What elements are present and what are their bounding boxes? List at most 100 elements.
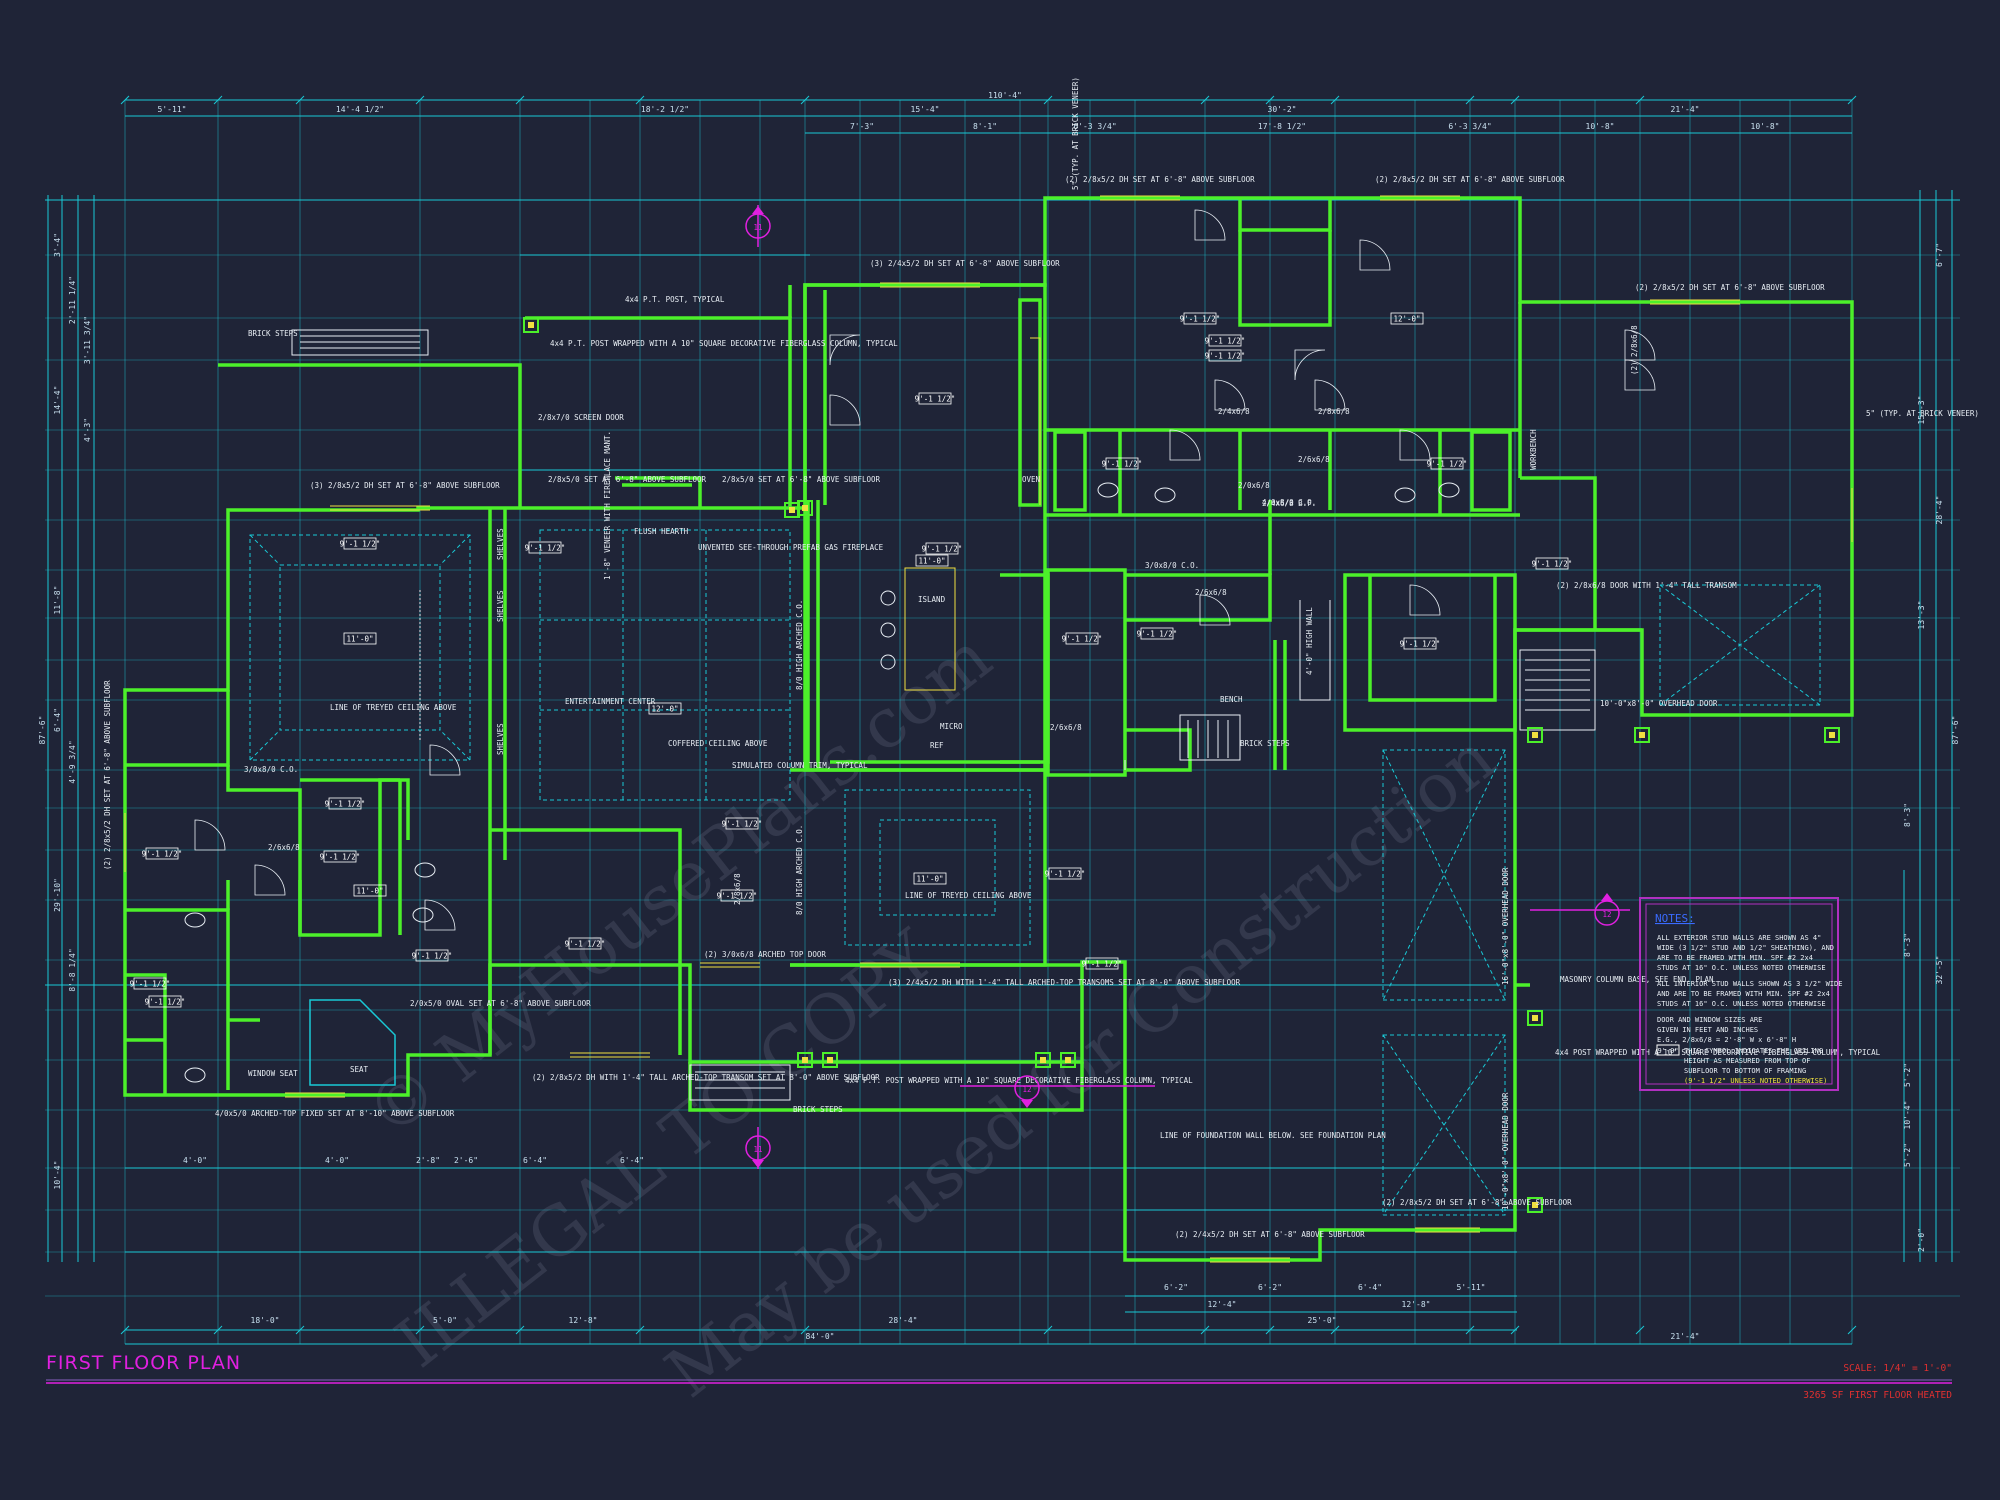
tick-top-8 [1200,95,1210,105]
dim-top-3: 18'-2 1/2" [641,105,689,114]
ceiling-tag-9: 9'-1 1/2" [1427,460,1468,469]
notes-line-7: STUDS AT 16" O.C. UNLESS NOTED OTHERWISE [1657,1000,1826,1008]
dim-bottom-4: 28'-4" [889,1316,918,1325]
tick-bottom-9 [1265,1325,1275,1335]
wall-segment-9 [1518,302,1597,630]
dim-top-1: 5'-11" [158,105,187,114]
dim-left-3: 3'-11 3/4" [83,316,92,364]
tick-top-9 [1265,95,1275,105]
wall-segment-8 [1118,430,1442,515]
tick-bottom-5 [635,1325,645,1335]
dim-rb-4: 5'-11" [1457,1283,1486,1292]
column-8 [1824,727,1840,743]
column-core-3 [827,1057,833,1063]
column-core-9 [1532,1015,1538,1021]
dimension-labels: 110'-4" 5'-11" 14'-4 1/2" 18'-2 1/2" 15'… [38,91,1960,1341]
dim-right-11: 5'-2" [1903,1143,1912,1167]
dim-right-1: 6'-7" [1935,243,1944,267]
ceiling-tag-15: 9'-1 1/2" [1205,337,1246,346]
tick-top-4 [515,95,525,105]
ceiling-tag-frame-2 [648,702,682,715]
dim-top2-1: 7'-3" [850,122,874,131]
label-door-bath-c: 2/6x6/8 [1298,455,1330,464]
detail-19 [1187,720,1229,758]
notes-line-2: WIDE (3 1/2" STUD AND 1/2" SHEATHING), A… [1657,944,1834,952]
dim-left-5: 4'-3" [83,418,92,442]
label-column-trim: SIMULATED COLUMN TRIM, TYPICAL [732,761,868,770]
dim-left-8: 4'-9 3/4" [68,740,77,783]
overall-dim-bottom: 84'-0" [806,1332,835,1341]
tick-top-0 [120,95,130,105]
notes-symbol-line-3: SUBFLOOR TO BOTTOM OF FRAMING [1684,1067,1806,1075]
tick-bottom-12 [1510,1325,1520,1335]
dim-top-4: 15'-4" [911,105,940,114]
door-swing-16 [1624,359,1656,391]
dim-bottom2-2: 4'-0" [325,1156,349,1165]
ceiling-tag-frame-19 [323,850,357,863]
detail-8 [1382,749,1506,1001]
column-0 [523,317,539,333]
tick-bottom-1 [213,1325,223,1335]
label-window-bed-left: (2) 2/8x5/2 DH SET AT 6'-8" ABOVE SUBFLO… [1065,175,1255,184]
label-arched-co-2: 8/0 HIGH ARCHED C.O. [795,825,804,915]
door-swing-7 [1199,594,1231,626]
dim-top2-2: 8'-1" [973,122,997,131]
dim-right-8: 32'-5" [1935,956,1944,985]
dim-left-4: 14'-4" [53,386,62,415]
label-garage-post: 4x4 POST WRAPPED WITH A 10" SQUARE DECOR… [1555,1048,1881,1057]
notes-default-height: (9'-1 1/2" UNLESS NOTED OTHERWISE) [1684,1077,1827,1085]
detail-20 [309,999,396,1086]
section-markers: 11 11 12 12 [745,205,1630,1169]
label-transom-study: (2) 2/8x5/2 DH WITH 1'-4" TALL ARCHED-TO… [532,1073,880,1082]
dim-bottom2-3: 2'-8" [416,1156,440,1165]
ceiling-tag-10: 9'-1 1/2" [1062,635,1103,644]
label-door-garage-pair: (2) 2/8x6/8 [1630,325,1639,375]
dim-right-2: 15'-3" [1917,396,1926,425]
notes-heading: NOTES: [1655,912,1695,925]
label-window-fp-left: 2/8x5/0 SET AT 6'-8" ABOVE SUBFLOOR [548,475,707,484]
column-core-7 [1639,732,1645,738]
label-post-typical: 4x4 P.T. POST, TYPICAL [625,295,725,304]
column-5 [1060,1052,1076,1068]
notes-symbol-line-2: HEIGHT AS MEASURED FROM TOP OF [1684,1057,1810,1065]
label-door-bath-a: 2/4x6/8 [1218,407,1250,416]
label-entertainment: ENTERTAINMENT CENTER [565,697,656,706]
detail-23 [1299,600,1331,701]
ceiling-tag-frame-3 [915,554,949,567]
notes-symbol-tag: 9'-0" [1657,1047,1678,1055]
label-flush-hearth: FLUSH HEARTH [634,527,689,536]
tick-top-10 [1330,95,1340,105]
notes-line-5: ALL INTERIOR STUD WALLS SHOWN AS 3 1/2" … [1657,980,1842,988]
ceiling-tag-frame-6 [1183,312,1217,325]
notes-line-8: DOOR AND WINDOW SIZES ARE [1657,1016,1762,1024]
ceiling-tag-17: 9'-1 1/2" [915,395,956,404]
label-brick-steps-mud: BRICK STEPS [1240,739,1290,748]
label-gas-fireplace: UNVENTED SEE-THROUGH PREFAB GAS FIREPLAC… [698,543,884,552]
wall-segment-3 [1238,198,1332,232]
detail-7 [1659,584,1821,706]
wall-segment-14 [1343,573,1517,732]
label-overhead-door-16: 16'-0"x8'-0" OVERHEAD DOOR [1501,867,1510,985]
wall-segment-34 [218,363,522,508]
column-6 [1527,727,1543,743]
dim-left-7: 6'-4" [53,708,62,732]
section-label-bottom: 11 [753,1145,762,1154]
column-core-4 [1040,1057,1046,1063]
label-garage-door: (2) 2/8x6/8 DOOR WITH 1'-4" TALL TRANSOM [1556,581,1737,590]
label-treyed-left: LINE OF TREYED CEILING ABOVE [330,703,457,712]
dim-bottom-6: 21'-4" [1671,1332,1700,1341]
ceiling-tag-3: 11'-0" [918,557,945,566]
door-swing-14 [829,334,861,366]
wall-segment-37 [615,476,702,508]
dim-top-6: 21'-4" [1671,105,1700,114]
label-arched-door: (2) 3/0x6/8 ARCHED TOP DOOR [704,950,826,959]
ceiling-tag-20: 9'-1 1/2" [325,800,366,809]
ceiling-tag-18: 9'-1 1/2" [922,545,963,554]
label-arched-co-1: 8/0 HIGH ARCHED C.O. [795,600,804,690]
tick-top-3 [415,95,425,105]
overall-dim-top: 110'-4" [988,91,1022,100]
column-core-1 [802,505,808,511]
wall-segment-40 [1000,573,1050,764]
